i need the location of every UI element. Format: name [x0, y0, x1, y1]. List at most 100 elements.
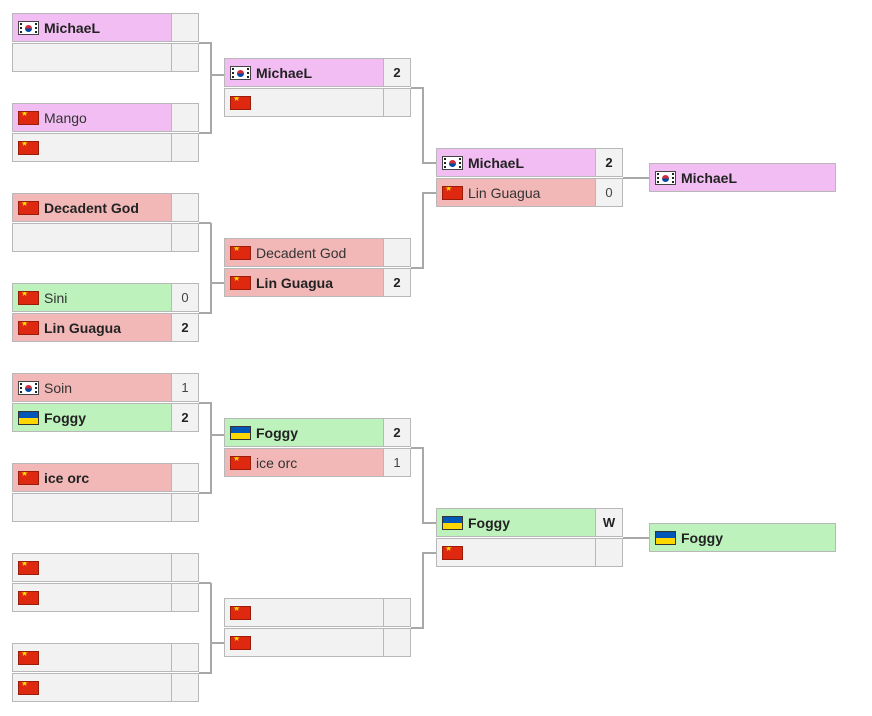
- player-name-cell: Sini: [13, 284, 171, 311]
- match-slot-r1-m4-p2[interactable]: Lin Guagua 2: [12, 313, 199, 342]
- connector-line: [199, 402, 224, 436]
- flag-korea-icon: [18, 380, 39, 395]
- flag-china-icon: [18, 650, 39, 665]
- flag-china-icon: [230, 95, 251, 110]
- player-score: 0: [171, 284, 198, 311]
- player-name-cell: [225, 89, 383, 116]
- player-name-cell: MichaeL: [225, 59, 383, 86]
- flag-china-icon: [230, 245, 251, 260]
- player-name-cell: [13, 554, 171, 581]
- match-slot-r1-m3-p2[interactable]: [12, 223, 199, 252]
- player-name: Foggy: [468, 514, 510, 531]
- player-score: [171, 584, 198, 611]
- player-name: MichaeL: [256, 64, 313, 81]
- player-name: Sini: [44, 289, 68, 306]
- player-score: [383, 89, 410, 116]
- match-slot-r1-m2-p1[interactable]: Mango: [12, 103, 199, 132]
- flag-china-icon: [230, 275, 251, 290]
- match-slot-r1-m1-p1[interactable]: MichaeL: [12, 13, 199, 42]
- flag-china-icon: [18, 110, 39, 125]
- player-name: Lin Guagua: [468, 184, 541, 201]
- match-slot-r3-m2-p2[interactable]: [436, 538, 623, 567]
- player-name-cell: MichaeL: [650, 164, 835, 191]
- flag-china-icon: [442, 185, 463, 200]
- match-slot-r2-m1-p2[interactable]: [224, 88, 411, 117]
- player-name-cell: Lin Guagua: [13, 314, 171, 341]
- player-name-cell: Decadent God: [13, 194, 171, 221]
- flag-ukraine-icon: [655, 530, 676, 545]
- player-score: [171, 104, 198, 131]
- player-score: [383, 629, 410, 656]
- match-slot-r1-m8-p1[interactable]: [12, 643, 199, 672]
- match-slot-r2-m4-p2[interactable]: [224, 628, 411, 657]
- player-name: Decadent God: [256, 244, 347, 261]
- finalist-slot-2[interactable]: Foggy: [649, 523, 836, 552]
- connector-line: [411, 192, 436, 269]
- player-name: ice orc: [44, 469, 90, 486]
- flag-china-icon: [18, 320, 39, 335]
- player-name-cell: [437, 539, 595, 566]
- player-score: 2: [383, 269, 410, 296]
- player-name-cell: MichaeL: [437, 149, 595, 176]
- match-slot-r1-m8-p2[interactable]: [12, 673, 199, 702]
- match-slot-r2-m2-p1[interactable]: Decadent God: [224, 238, 411, 267]
- match-slot-r1-m7-p1[interactable]: [12, 553, 199, 582]
- player-name-cell: Mango: [13, 104, 171, 131]
- match-slot-r2-m4-p1[interactable]: [224, 598, 411, 627]
- player-name-cell: Foggy: [650, 524, 835, 551]
- player-score: [171, 554, 198, 581]
- flag-ukraine-icon: [442, 515, 463, 530]
- player-name-cell: [225, 599, 383, 626]
- player-name: Lin Guagua: [44, 319, 121, 336]
- player-score: [171, 464, 198, 491]
- match-slot-r1-m6-p2[interactable]: [12, 493, 199, 522]
- match-slot-r1-m3-p1[interactable]: Decadent God: [12, 193, 199, 222]
- player-score: [171, 644, 198, 671]
- player-name: Foggy: [256, 424, 298, 441]
- flag-china-icon: [230, 635, 251, 650]
- player-name-cell: [13, 644, 171, 671]
- flag-china-icon: [18, 290, 39, 305]
- player-name: Decadent God: [44, 199, 139, 216]
- flag-korea-icon: [230, 65, 251, 80]
- flag-china-icon: [18, 470, 39, 485]
- player-score: 2: [171, 314, 198, 341]
- connector-line: [199, 73, 212, 134]
- player-name-cell: Decadent God: [225, 239, 383, 266]
- player-name: Foggy: [44, 409, 86, 426]
- match-slot-r1-m7-p2[interactable]: [12, 583, 199, 612]
- flag-china-icon: [230, 455, 251, 470]
- player-name-cell: Lin Guagua: [225, 269, 383, 296]
- flag-korea-icon: [18, 20, 39, 35]
- match-slot-r1-m4-p1[interactable]: Sini 0: [12, 283, 199, 312]
- match-slot-r1-m6-p1[interactable]: ice orc: [12, 463, 199, 492]
- player-score: [171, 134, 198, 161]
- player-name-cell: Foggy: [225, 419, 383, 446]
- player-name-cell: Lin Guagua: [437, 179, 595, 206]
- player-name-cell: [13, 224, 171, 251]
- flag-china-icon: [18, 200, 39, 215]
- player-name-cell: [13, 134, 171, 161]
- match-slot-r1-m1-p2[interactable]: [12, 43, 199, 72]
- player-score: 1: [171, 374, 198, 401]
- flag-korea-icon: [442, 155, 463, 170]
- player-name-cell: Foggy: [437, 509, 595, 536]
- player-score: [171, 194, 198, 221]
- flag-ukraine-icon: [18, 410, 39, 425]
- finalist-slot-1[interactable]: MichaeL: [649, 163, 836, 192]
- player-score: [383, 239, 410, 266]
- connector-line: [199, 42, 224, 77]
- match-slot-r1-m2-p2[interactable]: [12, 133, 199, 162]
- player-name-cell: [13, 584, 171, 611]
- player-name-cell: [13, 44, 171, 71]
